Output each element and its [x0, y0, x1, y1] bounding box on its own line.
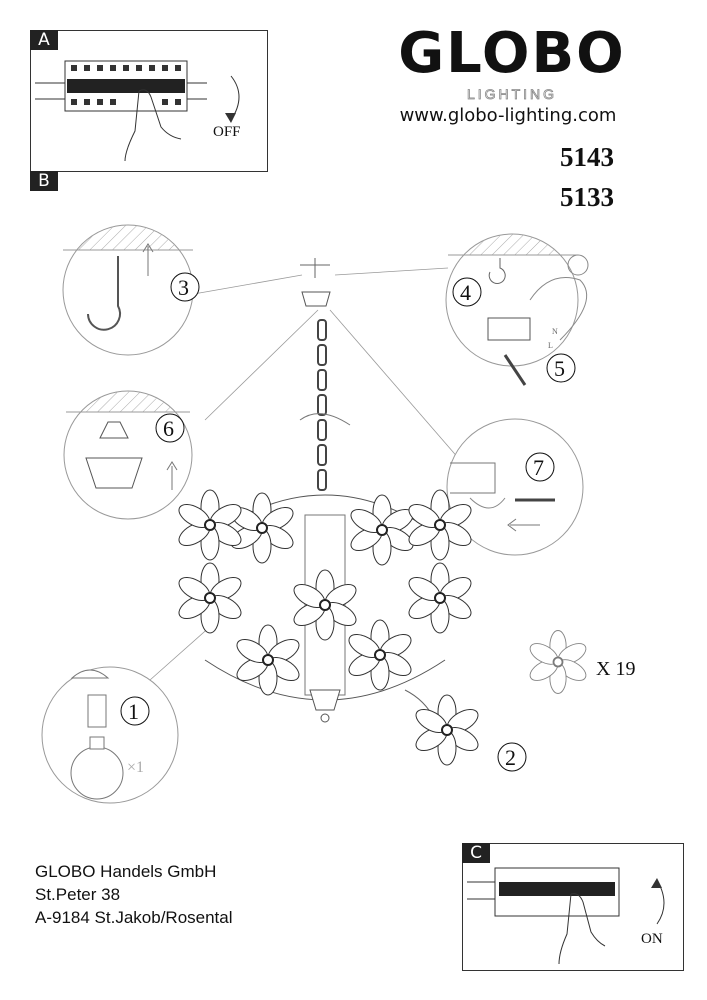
crystal-flower-qty: X 19 — [596, 658, 635, 680]
step-1-number: 1 — [128, 699, 139, 724]
model-number-1: 5143 — [560, 142, 614, 172]
on-label: ON — [641, 931, 663, 947]
panel-c-switch-on: C ON — [462, 843, 684, 971]
step-1-bulb-detail: ×1 — [41, 666, 179, 804]
step-6-number: 6 — [163, 416, 174, 441]
company-address: GLOBO Handels GmbH St.Peter 38 A-9184 St… — [35, 860, 233, 929]
breaker-off-illustration — [35, 60, 240, 162]
step-4-number: 4 — [460, 280, 471, 305]
step-6-canopy-detail — [63, 390, 193, 520]
brand-logo: GLOBO — [398, 21, 626, 86]
wire-l-label: L — [548, 341, 553, 350]
panel-c-tag: C — [462, 843, 490, 863]
wire-n-label: N — [552, 327, 558, 336]
pendant-lamp — [174, 258, 483, 766]
website-url[interactable]: www.globo-lighting.com — [399, 105, 617, 126]
off-label: OFF — [213, 124, 241, 140]
breaker-on-illustration — [467, 867, 665, 965]
address-line: A-9184 St.Jakob/Rosental — [35, 908, 233, 927]
brand-sub-logo: LIGHTING — [466, 86, 558, 103]
model-number-2: 5133 — [560, 182, 614, 212]
panel-b-tag: B — [30, 171, 58, 191]
crystal-flower-part — [525, 629, 591, 695]
address-line: St.Peter 38 — [35, 885, 121, 904]
step-2-number: 2 — [505, 745, 516, 770]
panel-a-switch-off: A OFF — [30, 30, 268, 172]
step-7-canopy-screw-detail — [446, 418, 584, 556]
step-5-number: 5 — [554, 356, 565, 381]
step-3-number: 3 — [178, 275, 189, 300]
panel-a-tag: A — [30, 30, 58, 50]
step-7-number: 7 — [533, 455, 544, 480]
address-line: GLOBO Handels GmbH — [35, 862, 217, 881]
bulb-qty: ×1 — [127, 759, 144, 776]
